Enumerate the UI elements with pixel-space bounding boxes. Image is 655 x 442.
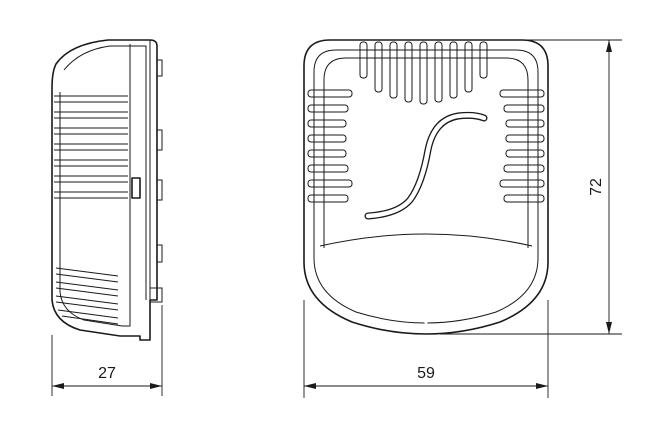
width-dimension: 59 bbox=[303, 300, 549, 398]
width-label: 59 bbox=[417, 365, 435, 382]
side-grille bbox=[54, 95, 128, 199]
front-view bbox=[303, 39, 549, 335]
height-label: 72 bbox=[588, 178, 605, 196]
height-dimension: 72 bbox=[440, 39, 622, 335]
left-grille bbox=[307, 89, 353, 203]
side-view bbox=[51, 39, 163, 341]
lower-vents bbox=[55, 267, 119, 325]
top-grille bbox=[359, 41, 490, 105]
right-grille bbox=[499, 89, 545, 203]
housing-outline bbox=[303, 39, 549, 335]
depth-label: 27 bbox=[98, 365, 116, 382]
side-switch bbox=[131, 177, 141, 199]
depth-dimension: 27 bbox=[51, 305, 163, 396]
